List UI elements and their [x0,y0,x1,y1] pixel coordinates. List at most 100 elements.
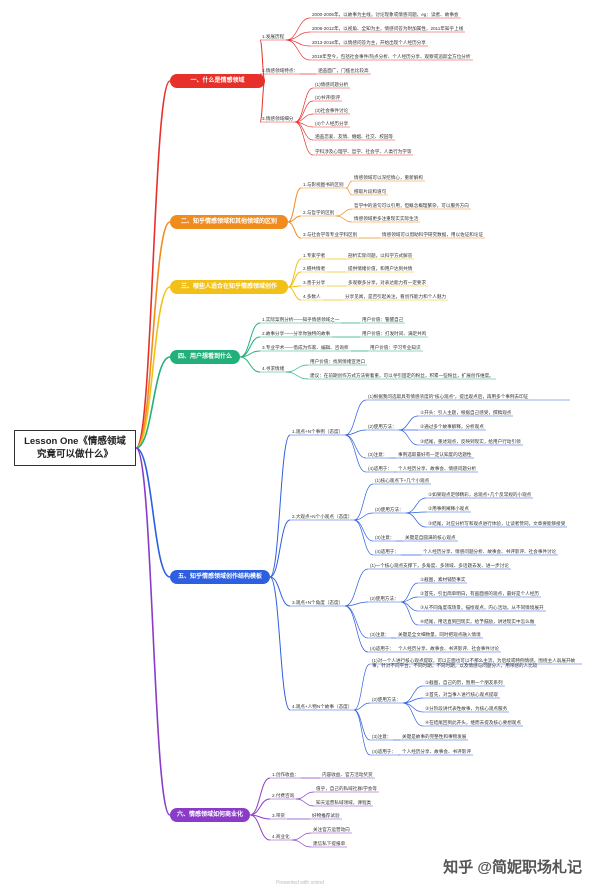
topic-s1-c3[interactable]: (3)社会事件讨论 [315,108,349,113]
topic-s5-3b1[interactable]: ①截图，素材铺垫事实 [420,577,466,582]
topic-s5-3d[interactable]: (4)适用于： [370,646,394,651]
topic-s6-b2[interactable]: 知天运营私域领域，课程类 [316,800,372,805]
root-topic[interactable]: Lesson One《情感领域 究竟可以做什么》 [14,430,136,466]
topic-s5-1[interactable]: 1.观点+N个事例（态度） [292,429,344,434]
topic-s5-2a[interactable]: (1)核心观点下+几个小观点 [375,478,430,483]
topic-s5-1c[interactable]: (3)注意： [368,452,388,457]
topic-s5-3b[interactable]: (2)使用方法： [370,596,399,601]
topic-s5-4b1[interactable]: ①截图，自己的历，暂用一个朋友系列 [425,680,503,685]
topic-s4-c[interactable]: 3.专业学术——借成为作家、编辑、咨询师 [262,345,349,350]
topic-s1-b1[interactable]: 涵盖面广，门槛也比较高 [318,68,369,73]
topic-s5-1b1[interactable]: ①开头：引入主题，根据自己感受，撰稿观点 [420,410,512,415]
topic-s1-a3[interactable]: 2013-2018年，以情感问答为主，开始出现个人经历分享 [312,40,426,45]
topic-s5-1b[interactable]: (2)使用方法： [368,424,397,429]
topic-s5-4b2[interactable]: ②首先，对当事人进行核心观点提取 [425,692,499,697]
topic-s5-2d1[interactable]: 个人经历分享、情感问题分析、故事会、书评影评、社会事件讨论 [423,549,557,554]
topic-s4-d1[interactable]: 用户价值：找到情绪宣泄口 [310,359,366,364]
topic-s5-4c1[interactable]: 关键是故事的完整性和事物发展 [402,734,467,739]
topic-s5-1d1[interactable]: 个人经历分享、故事会、情感问题分析 [398,466,477,471]
topic-s6-d1[interactable]: 关注官方运营动向 [313,827,350,832]
topic-s1-b[interactable]: 2.情感领域特点： [262,68,298,73]
section-5-node[interactable]: 五、知乎情感领域创作结构模板 [170,570,270,584]
topic-s6-a1[interactable]: 内容收益、官方活动奖赏 [322,772,373,777]
topic-s5-1b2[interactable]: ②通过多个故事解释，分析观点 [420,424,484,429]
topic-s5-4d[interactable]: (4)适用于： [372,749,396,754]
topic-s5-3c1[interactable]: 关键是全文细致量，同时把观点融入情境 [398,632,481,637]
topic-s6-a[interactable]: 1.创作收益： [272,772,299,777]
topic-s5-3[interactable]: 3.观点+N个角度（态度） [292,600,344,605]
topic-s5-3b3[interactable]: ③从不同角度或场景，描绘观点，内心活动，从不同情境展开 [420,605,544,610]
topic-s2-b2[interactable]: 情感领域更多注重现实实际生活 [354,216,419,221]
topic-s1-c[interactable]: 3.情感领域细分 [262,116,294,121]
topic-s5-4b3[interactable]: ③分阶段讲代表性故事，为核心观点服务 [425,706,508,711]
topic-s5-4d1[interactable]: 个人经历分享、故事会、书评影评 [402,749,471,754]
topic-s5-4c[interactable]: (3)注意： [372,734,392,739]
topic-s5-2b1[interactable]: ①如果观点足够精彩，总观点+几个反常规的小观点 [428,492,532,497]
topic-s3-d1[interactable]: 分享见闻，是否引起关注，看创作能力和个人魅力 [345,294,447,299]
topic-s5-3c[interactable]: (3)注意： [370,632,390,637]
topic-s6-c1[interactable]: 好物推荐试验 [312,813,340,818]
topic-s3-c1[interactable]: 多观察多分享，对表达能力有一定要求 [348,280,427,285]
topic-s5-4b4[interactable]: ④在结尾回到此开头，继而去提及核心要想观点 [425,720,521,725]
topic-s5-2[interactable]: 2.大观点+N个小观点（态度） [292,514,353,519]
link-s5_3b1 [400,582,419,603]
topic-s2-a2[interactable]: 擅取片段和道句 [354,189,387,194]
section-4-node[interactable]: 四、用户想看到什么 [170,350,240,364]
topic-s4-c1[interactable]: 用户价值：学习专业知识 [370,345,421,350]
topic-s6-d[interactable]: 4.商业化 [272,834,290,839]
topic-s5-1d[interactable]: (4)适用于： [368,466,392,471]
topic-s6-b[interactable]: 2.付费咨询 [272,793,295,798]
topic-s4-b[interactable]: 2.故事分享——分享你独特的故事 [262,331,331,336]
topic-s5-2c1[interactable]: 关键是自圆满的核心观点 [405,535,456,540]
topic-s5-2b[interactable]: (2)使用方法： [375,507,404,512]
topic-s2-a[interactable]: 1.与影视图书的区别 [303,182,344,187]
topic-s4-d[interactable]: 4.寻求情绪 [262,366,285,371]
topic-s5-1a[interactable]: (1)根据我问选取具有情感浓度的“核心观点”，提出观点后，再用多个事例去印证 [368,394,529,399]
link-s1_c3 [294,113,314,123]
topic-s1-c5[interactable]: 涵盖恋爱、友情、婚姻、社交、校园等 [315,134,394,139]
topic-s3-a1[interactable]: 剖析实际问题，以科学方式解答 [348,253,413,258]
topic-s5-2b2[interactable]: ②用事例阐释小观点 [428,506,469,511]
topic-s5-3b4[interactable]: ④结尾，用话直到回现实，给予鼓励，讲述现实中怎么做 [420,619,535,624]
topic-s2-b1[interactable]: 哲学中的道句可以引用，但概念概理繁杂，可以服务方向 [354,203,469,208]
topic-s5-3d1[interactable]: 个人经历分享、故事会、书评影评、社会事件讨论 [398,646,500,651]
topic-s5-1c1[interactable]: 事例选取最好有一定认知度的话题性 [398,452,472,457]
topic-s4-b1[interactable]: 用户价值：打发时间、满足共鸣 [362,331,427,336]
topic-s6-b1[interactable]: 值乎，自己的私域社群/学会等 [316,786,377,791]
topic-s2-c[interactable]: 3.与社会学等专业学科区别 [303,232,358,237]
topic-s3-a[interactable]: 1.专家学者 [303,253,326,258]
topic-s4-a1[interactable]: 用户价值：警醒自己 [362,317,404,322]
topic-s1-a4[interactable]: 2019年至今，包括社会事件/热点分析、个人经历分享、观察或追踪全方位分析 [312,54,471,59]
topic-s1-a1[interactable]: 2000-2006年，以故事为主线，讨论现象或情感问题，eg：读者、故事会 [312,12,459,17]
topic-s1-c1[interactable]: (1)情感问题分析 [315,82,349,87]
topic-s5-2d[interactable]: (4)适用于： [375,549,399,554]
topic-s1-c6[interactable]: 学科涉及心理学、哲学、社会学、人类行为学等 [315,149,412,154]
topic-s2-c1[interactable]: 情感领域可以借助科学研究数据，用以佐证和论证 [382,232,484,237]
topic-s5-3a[interactable]: (1)一个核心观点支撑下，多角度、多领域、多话题去发、进一步讨论 [370,563,509,568]
topic-s5-4[interactable]: 4.观点+人物N个故事（态度） [292,704,353,709]
topic-s2-b[interactable]: 2.与哲学的区别 [303,210,335,215]
topic-s2-a1[interactable]: 情感领域可以深挖情心，重新解构 [354,175,423,180]
topic-s1-a[interactable]: 1.发展历程 [262,34,285,39]
topic-s3-b1[interactable]: 提供情绪价值，和用户达到共情 [348,266,413,271]
topic-s5-4a[interactable]: (1)对一个人进行核心观点提取，可以正面也可以不那么主流，为后续或特例情感，围绕… [372,658,576,668]
topic-s1-a2[interactable]: 2006-2012年，以视角、全知为主，情感问答为附加属性，2011年知乎上线 [312,26,464,31]
topic-s4-a[interactable]: 1.实际案例分析——知乎情感领域之一 [262,317,340,322]
topic-s5-1b3[interactable]: ③结尾，重述观点，反映到现实，给用户行动引领 [420,439,521,444]
topic-s3-c[interactable]: 3.善于分享 [303,280,326,285]
topic-s5-4b[interactable]: (2)使用方法： [372,697,401,702]
section-2-node[interactable]: 二、知乎情感领域和其他领域的区别 [170,215,288,229]
section-6-node[interactable]: 六、情感领域如何商业化 [170,808,250,822]
topic-s3-b[interactable]: 2.擅共情者 [303,266,326,271]
topic-s6-c[interactable]: 3.带货 [272,813,286,818]
section-1-node[interactable]: 一、什么是情感领域 [170,74,265,88]
topic-s3-d[interactable]: 4.多数人 [303,294,321,299]
topic-s5-2b3[interactable]: ③结尾，对应分析写和观点进行体验，让读者赞同，文章要能够接受 [428,521,566,526]
topic-s1-c2[interactable]: (2)书评/影评 [315,95,341,100]
topic-s5-2c[interactable]: (3)注意： [375,535,395,540]
topic-s5-3b2[interactable]: ②首先，引出简单明白，有画面感的观点，最好是个人经历 [420,591,539,596]
section-3-node[interactable]: 三、哪些人适合在知乎情感领域创作 [170,280,288,294]
topic-s1-c4[interactable]: (4)个人经历分享 [315,121,349,126]
topic-s6-d2[interactable]: 建信私下提报单 [313,841,346,846]
topic-s4-d2[interactable]: 建议：在前期创作方式方法要着重，可以寻引固定的粉丝，积累一些粉丝，扩展创作维度。 [310,373,494,378]
